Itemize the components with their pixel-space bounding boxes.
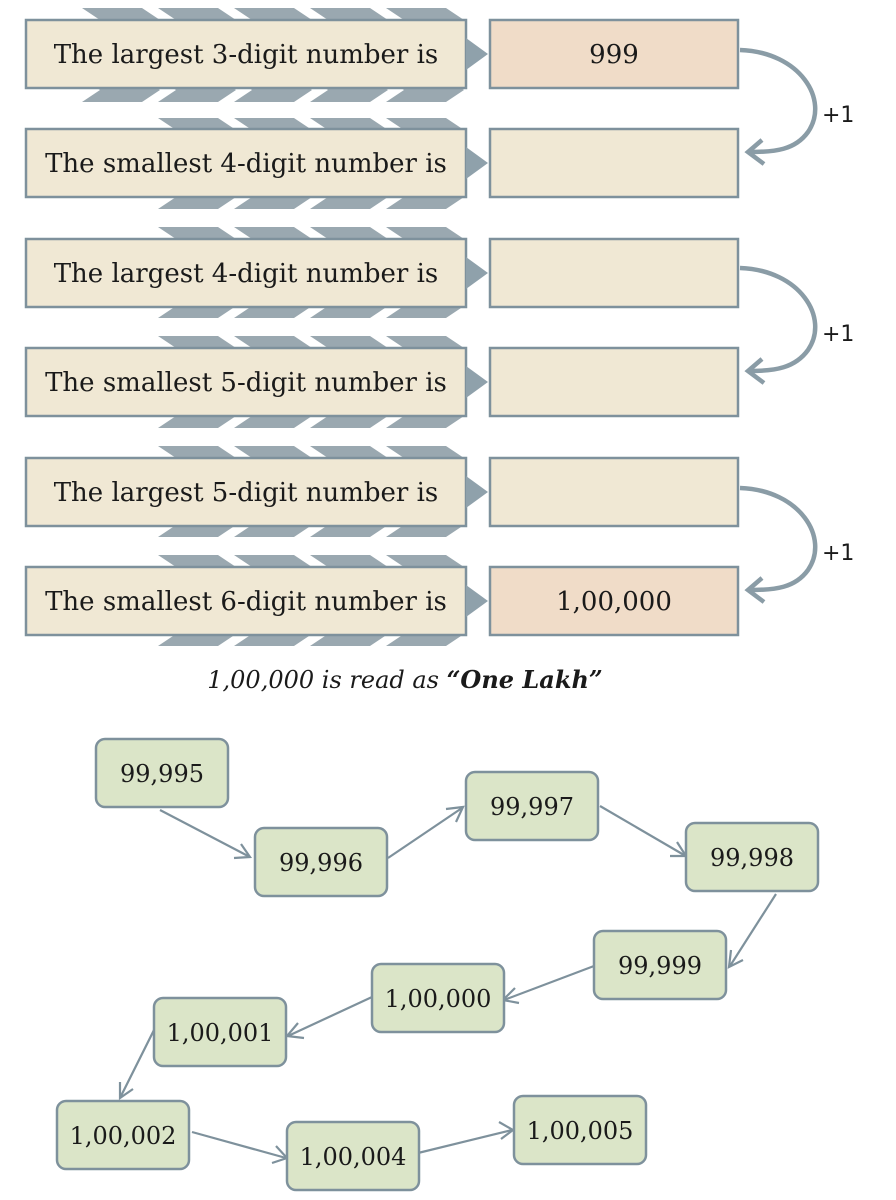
row-label-box (24, 456, 468, 528)
answer-box[interactable] (488, 346, 740, 418)
pointer-arrow-icon (466, 38, 488, 70)
row-label: The largest 4-digit number is (54, 259, 439, 289)
caption-prefix: 1,00,000 is read as (207, 666, 446, 694)
answer-value: 999 (589, 40, 639, 70)
svg-text:1,00,001: 1,00,001 (167, 1019, 274, 1047)
sequence-node: 99,997 (464, 770, 600, 842)
svg-text:99,997: 99,997 (490, 793, 574, 821)
row-pair-3: The largest 5-digit number is The smalle… (24, 446, 854, 646)
caption: 1,00,000 is read as “One Lakh” (207, 665, 602, 694)
curved-arrow-icon (739, 265, 818, 374)
svg-text:99,998: 99,998 (710, 844, 794, 872)
sequence-node: 1,00,000 (370, 962, 506, 1034)
sequence-node: 1,00,002 (55, 1099, 191, 1171)
answer-box[interactable] (488, 127, 740, 199)
row-label: The smallest 5-digit number is (45, 368, 447, 398)
svg-text:1,00,000: 1,00,000 (385, 985, 492, 1013)
sequence-node: 99,999 (592, 929, 728, 1001)
row-label-box (24, 346, 468, 418)
row-label: The largest 3-digit number is (54, 40, 439, 70)
row-pair-2: The largest 4-digit number is The smalle… (24, 227, 854, 428)
pointer-arrow-icon (466, 366, 488, 398)
svg-text:1,00,002: 1,00,002 (70, 1122, 177, 1150)
svg-text:1,00,005: 1,00,005 (527, 1117, 634, 1145)
row-label-box (24, 237, 468, 309)
row-label: The smallest 4-digit number is (45, 149, 447, 179)
answer-value: 1,00,000 (556, 587, 672, 617)
increment-label: +1 (822, 541, 854, 566)
arrow-head-icon (744, 576, 766, 604)
pointer-arrow-icon (466, 585, 488, 617)
sequence-node: 1,00,005 (512, 1094, 648, 1166)
increment-label: +1 (822, 322, 854, 347)
svg-text:1,00,004: 1,00,004 (300, 1143, 407, 1171)
row-3: The largest 4-digit number is (24, 237, 740, 309)
arrow-head-icon (744, 138, 766, 166)
answer-box (488, 18, 740, 90)
caption-emphasis: “One Lakh” (447, 665, 603, 694)
row-5: The largest 5-digit number is (24, 456, 740, 528)
sequence-nodes: 99,995 99,996 99,997 99,998 99,999 1,00,… (55, 737, 820, 1192)
sequence-node: 99,998 (684, 821, 820, 893)
row-1: The largest 3-digit number is 999 (24, 18, 740, 90)
pointer-arrow-icon (466, 476, 488, 508)
pointer-arrow-icon (466, 147, 488, 179)
row-label-box (24, 127, 468, 199)
row-6: The smallest 6-digit number is 1,00,000 (24, 565, 740, 637)
svg-text:99,996: 99,996 (279, 849, 363, 877)
pointer-arrow-icon (466, 257, 488, 289)
plus-one-arrow: +1 (739, 485, 854, 604)
sequence-node: 1,00,001 (152, 996, 288, 1068)
arrow-head-icon (744, 357, 766, 385)
svg-text:99,995: 99,995 (120, 760, 204, 788)
curved-arrow-icon (739, 47, 818, 155)
sequence-node: 99,996 (253, 826, 389, 898)
increment-label: +1 (822, 103, 854, 128)
row-label: The largest 5-digit number is (54, 478, 439, 508)
answer-box[interactable] (488, 456, 740, 528)
answer-box (488, 565, 740, 637)
sequence-node: 1,00,004 (285, 1120, 421, 1192)
row-4: The smallest 5-digit number is (24, 346, 740, 418)
row-2: The smallest 4-digit number is (24, 127, 740, 199)
plus-one-arrow: +1 (739, 47, 854, 166)
row-label-box (24, 565, 468, 637)
sequence-node: 99,995 (94, 737, 230, 809)
curved-arrow-icon (739, 485, 818, 593)
row-label: The smallest 6-digit number is (45, 587, 447, 617)
svg-text:99,999: 99,999 (618, 952, 702, 980)
plus-one-arrow: +1 (739, 265, 854, 385)
answer-box[interactable] (488, 237, 740, 309)
row-pair-1: The largest 3-digit number is 999 The sm… (24, 8, 854, 209)
